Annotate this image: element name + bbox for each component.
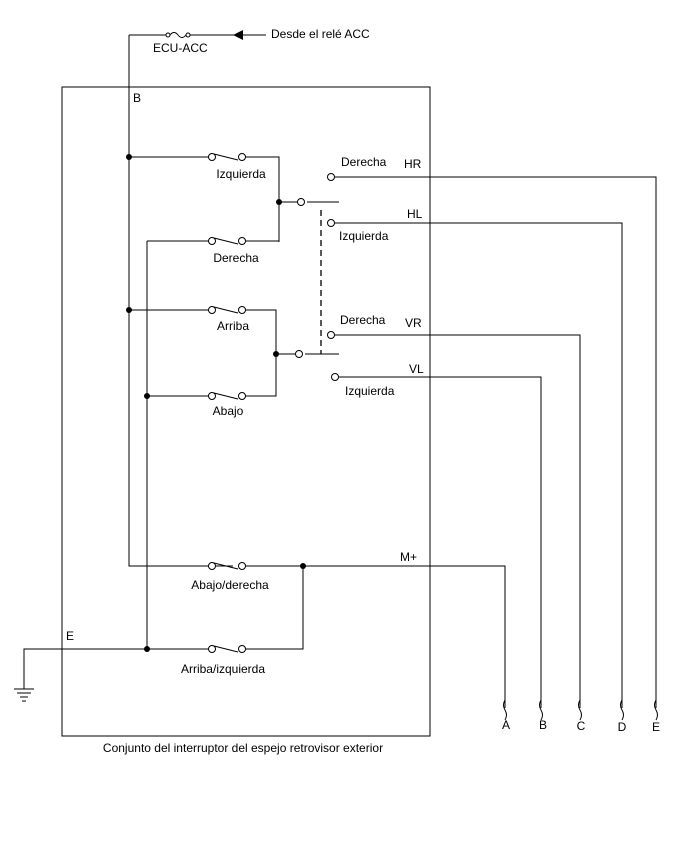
switch-izquierda [129, 153, 280, 242]
output-d-label: D [618, 720, 627, 734]
switch-derecha-label: Derecha [213, 251, 259, 265]
supply-wiring [128, 32, 266, 567]
m-plus-label: M+ [400, 550, 417, 564]
arrow-icon [233, 30, 243, 40]
fuse-label: ECU-ACC [153, 41, 208, 55]
terminal-e-label: E [66, 629, 74, 643]
vr-side-label: Derecha [340, 313, 386, 327]
switch-arriba-izquierda-label: Arriba/izquierda [181, 662, 265, 676]
vl-side-label: Izquierda [345, 384, 395, 398]
switch-abajo [147, 392, 246, 400]
output-lines [303, 176, 657, 708]
output-e-label: E [652, 720, 660, 734]
switch-derecha [147, 237, 279, 245]
switch-arriba-label: Arriba [217, 319, 249, 333]
output-a-label: A [502, 718, 510, 732]
junction-dots [126, 154, 306, 652]
connector-ends [503, 699, 658, 721]
switch-assembly-box [61, 86, 431, 737]
selector-vertical [276, 331, 339, 381]
output-c-label: C [577, 719, 586, 733]
fuse-symbol [165, 32, 191, 38]
hl-label: HL [407, 207, 423, 221]
hr-side-label: Derecha [341, 155, 387, 169]
ground-icon [14, 688, 34, 702]
switch-abajo-derecha [208, 562, 303, 570]
source-label: Desde el relé ACC [271, 27, 370, 41]
switch-izquierda-label: Izquierda [216, 167, 266, 181]
switch-abajo-label: Abajo [213, 404, 244, 418]
output-b-label: B [539, 718, 547, 732]
vr-label: VR [405, 316, 422, 330]
selector-horizontal [279, 173, 339, 227]
caption: Conjunto del interruptor del espejo retr… [103, 741, 383, 755]
hl-side-label: Izquierda [339, 229, 389, 243]
hr-label: HR [404, 157, 422, 171]
terminal-b-label: B [133, 91, 141, 105]
ground-rail [23, 241, 209, 689]
vl-label: VL [409, 362, 424, 376]
switch-arriba [129, 306, 277, 397]
switch-arriba-izquierda [208, 566, 304, 653]
switch-abajo-derecha-label: Abajo/derecha [191, 578, 269, 592]
